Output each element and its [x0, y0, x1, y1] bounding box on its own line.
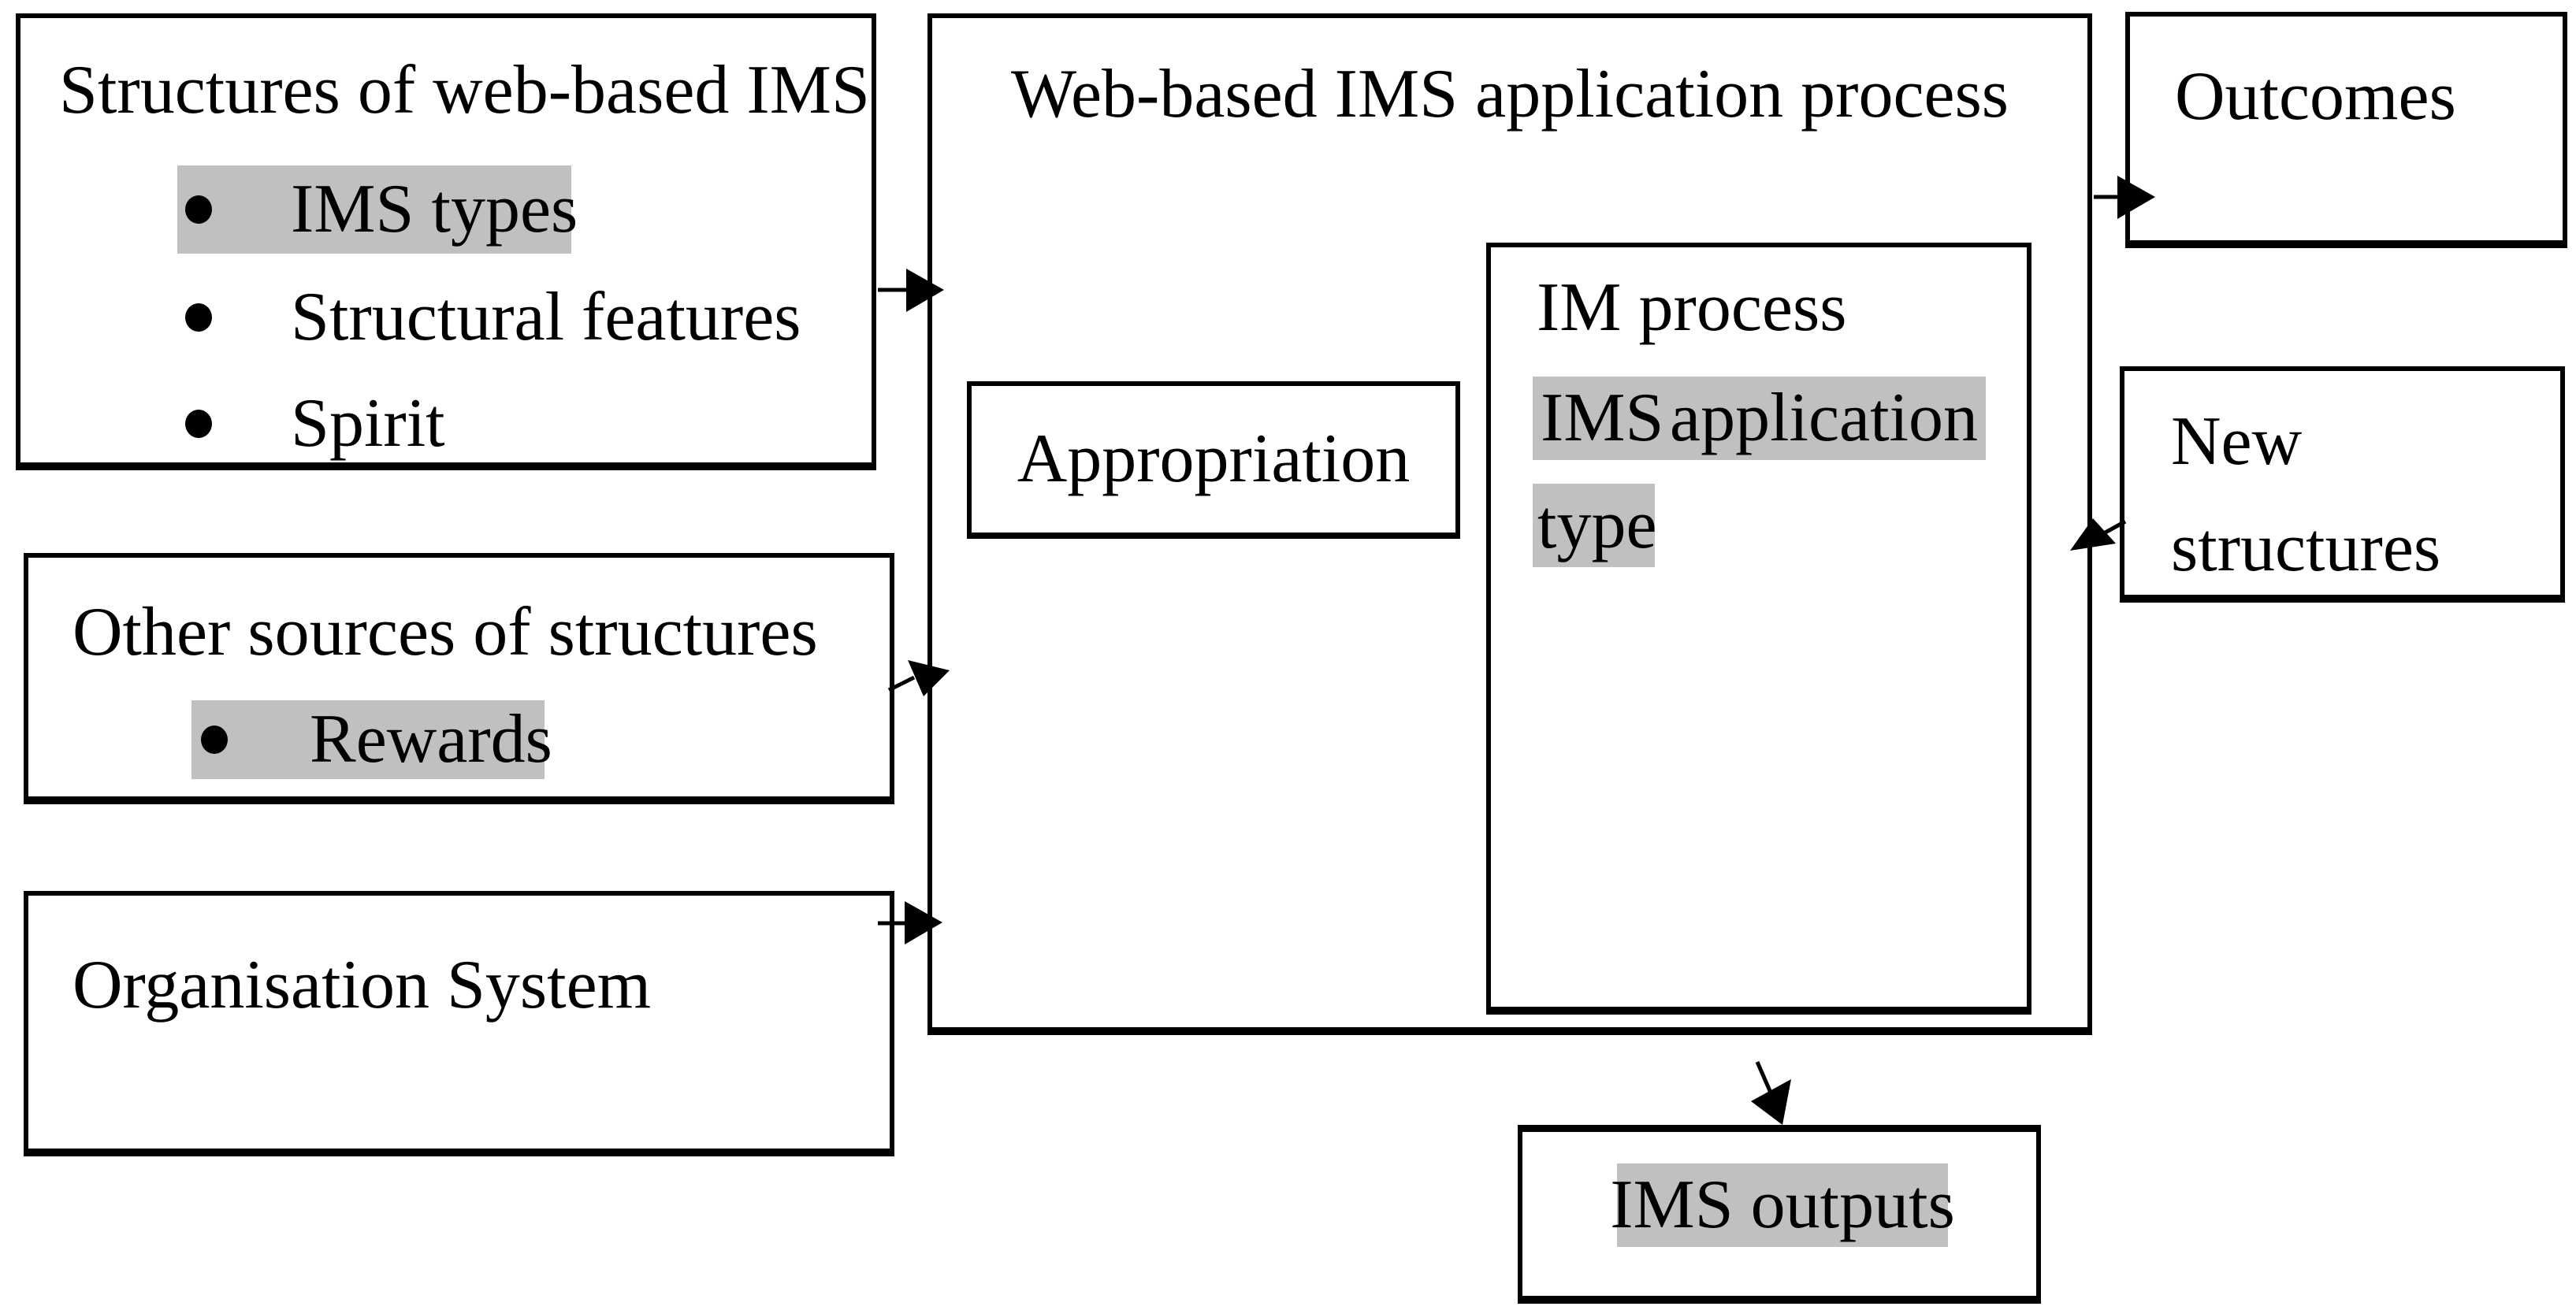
bullet-dot — [185, 303, 212, 332]
ims-outputs-box: IMS outputs — [1518, 1125, 2041, 1304]
structures-box: Structures of web-based IMS IMS types St… — [16, 13, 876, 470]
highlight-word: type — [1537, 487, 1657, 564]
ims-application-highlight: IMS application — [1533, 377, 1986, 460]
bullet-label: IMS types — [291, 171, 578, 248]
organisation-box-title: Organisation System — [72, 947, 652, 1023]
appropriation-box: Appropriation — [967, 381, 1460, 539]
new-structures-box: New structures — [2120, 366, 2565, 603]
type-highlight: type — [1533, 484, 1657, 567]
arrow-process-to-ims-outputs — [1751, 1061, 1791, 1125]
bullet-item-ims-types: IMS types — [177, 165, 578, 254]
outcomes-box: Outcomes — [2125, 12, 2567, 248]
im-process-title: IM process — [1537, 269, 1847, 346]
bullet-item-structural-features: Structural features — [177, 273, 801, 362]
appropriation-label: Appropriation — [1017, 421, 1411, 498]
new-structures-line1: New — [2171, 403, 2303, 480]
bullet-label: Structural features — [291, 279, 801, 356]
organisation-box: Organisation System — [24, 891, 894, 1156]
other-sources-box: Other sources of structures Rewards — [24, 553, 894, 804]
bullet-label: Rewards — [310, 701, 552, 778]
process-box: Web-based IMS application process — [927, 13, 2092, 1035]
bullet-item-spirit: Spirit — [177, 380, 697, 468]
bullet-dot — [185, 195, 212, 224]
structures-box-title: Structures of web-based IMS — [59, 52, 870, 128]
other-sources-box-title: Other sources of structures — [72, 594, 818, 670]
im-process-box: IM process IMS application type — [1486, 243, 2031, 1015]
bullet-item-rewards: Rewards — [191, 700, 552, 779]
bullet-dot — [185, 410, 212, 438]
bullet-dot — [201, 726, 228, 754]
outcomes-label: Outcomes — [2175, 58, 2456, 135]
bullet-label: Spirit — [291, 385, 445, 462]
new-structures-line2: structures — [2171, 510, 2441, 586]
process-box-title: Web-based IMS application process — [1010, 56, 2009, 132]
ims-outputs-label: IMS outputs — [1610, 1167, 1955, 1244]
highlight-word: application — [1670, 380, 1978, 457]
ims-outputs-highlight: IMS outputs — [1610, 1163, 1955, 1247]
highlight-word: IMS — [1541, 380, 1664, 457]
